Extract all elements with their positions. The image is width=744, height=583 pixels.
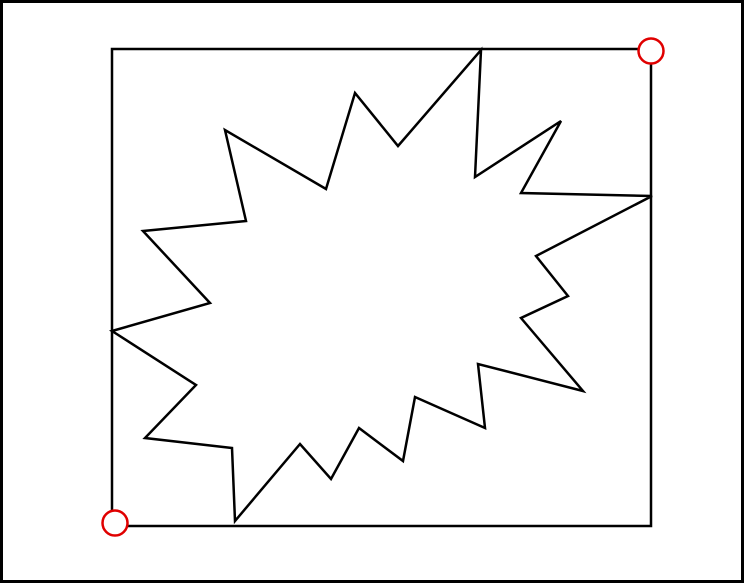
selection-bounding-box xyxy=(110,47,653,528)
explosion-burst-shape[interactable] xyxy=(108,46,653,525)
resize-handle-top-right[interactable] xyxy=(637,37,665,65)
resize-handle-bottom-left[interactable] xyxy=(101,509,129,537)
